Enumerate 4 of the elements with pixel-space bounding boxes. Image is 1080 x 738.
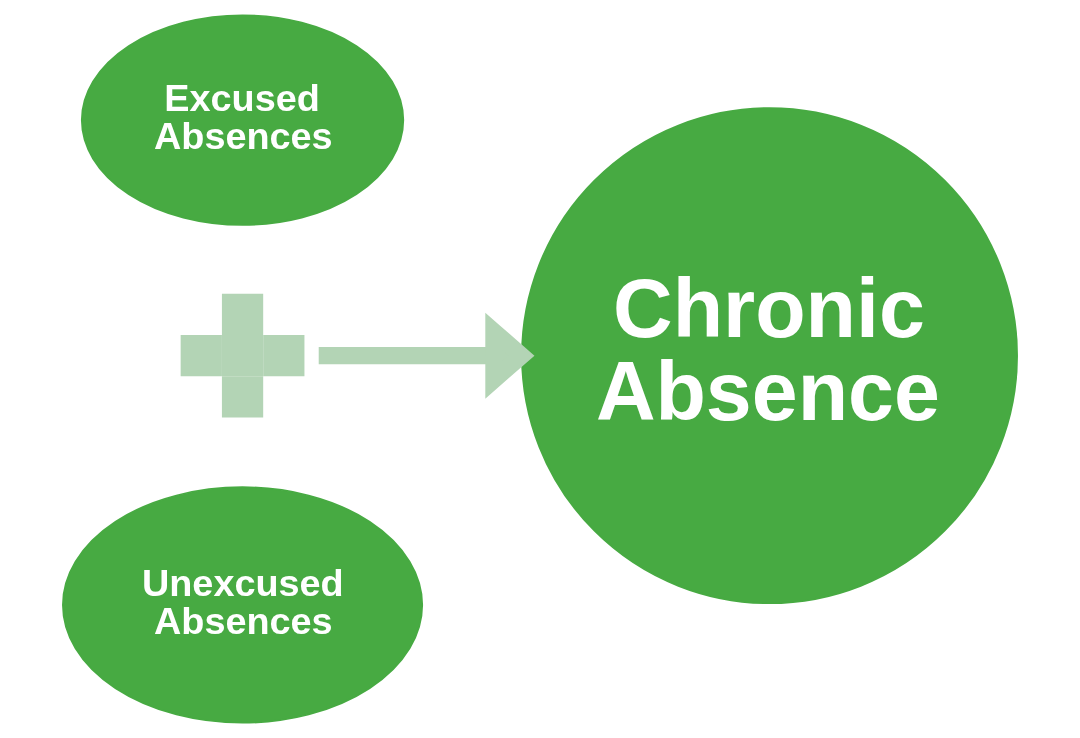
arrow [318,312,535,399]
node-ellipse: Excused Absences [80,14,405,226]
node-ellipse: Unexcused Absences [62,486,424,724]
node-circle: Chronic Absence [521,107,1018,605]
